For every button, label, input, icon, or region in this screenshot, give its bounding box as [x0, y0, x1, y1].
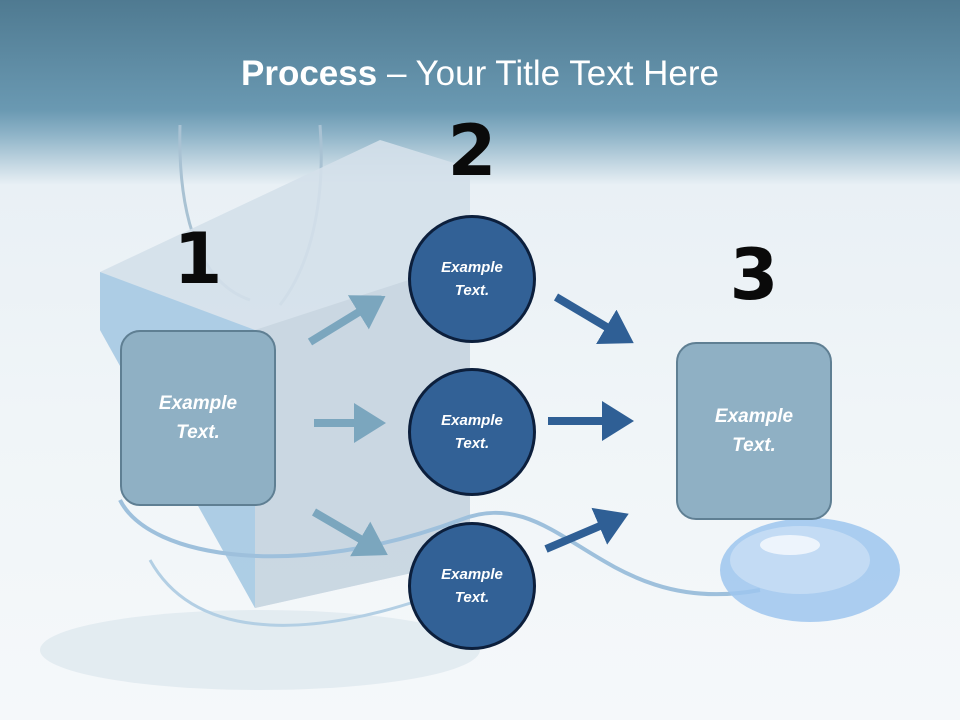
step-1-box: Example Text.: [120, 330, 276, 506]
step-number-2: 2: [447, 110, 497, 192]
step-2-circle-middle: Example Text.: [408, 368, 536, 496]
step-2-circle-middle-text: Example Text.: [441, 412, 503, 452]
step-2-circle-top: Example Text.: [408, 215, 536, 343]
slide-title: Process – Your Title Text Here: [0, 52, 960, 96]
step-number-3: 3: [729, 234, 779, 316]
step-2-circle-top-text: Example Text.: [441, 259, 503, 299]
step-2-circle-bottom: Example Text.: [408, 522, 536, 650]
title-bold: Process: [241, 54, 378, 93]
title-rest: – Your Title Text Here: [377, 54, 719, 93]
arrow-1-to-bottom: [311, 508, 388, 557]
step-number-1: 1: [173, 218, 223, 300]
arrow-1-to-top: [307, 295, 386, 346]
arrow-top-to-3: [553, 293, 634, 345]
step-1-text: Example Text.: [158, 393, 238, 443]
arrow-bottom-to-3: [544, 507, 629, 553]
step-2-circle-bottom-text: Example Text.: [441, 566, 503, 606]
step-3-box: Example Text.: [676, 342, 832, 520]
step-3-text: Example Text.: [714, 406, 794, 456]
